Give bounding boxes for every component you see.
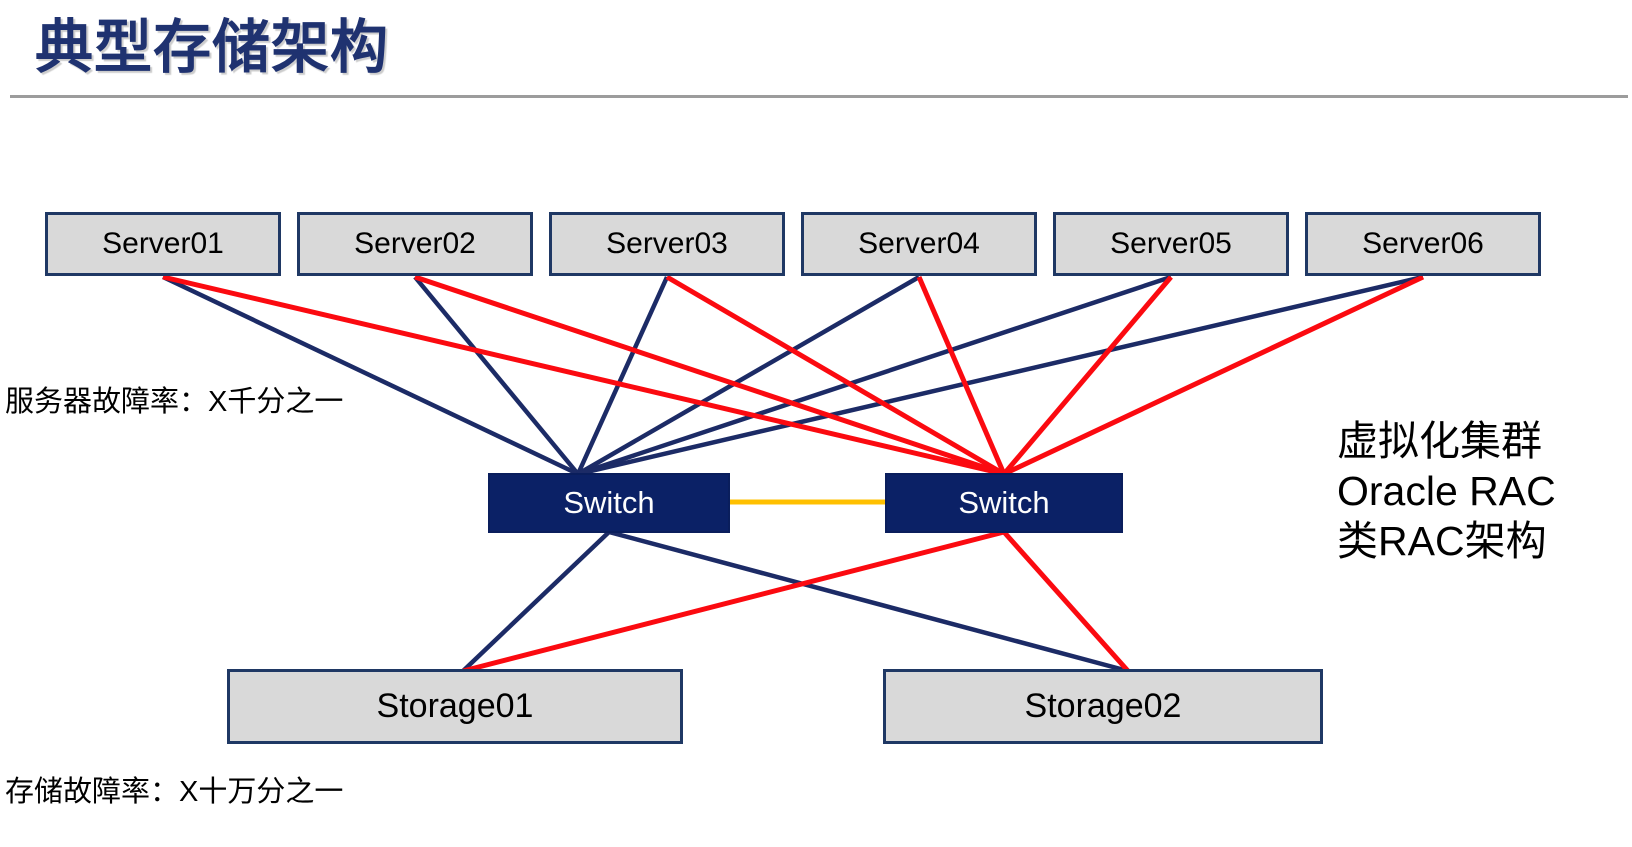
server-box-02: Server02 xyxy=(297,212,533,276)
connection-line-server05-switch-b xyxy=(1002,275,1173,476)
server-box-01: Server01 xyxy=(45,212,281,276)
page-title: 典型存储架构 xyxy=(35,15,390,80)
connection-line-server04-switch-b xyxy=(916,276,1007,475)
switch-box-b: Switch xyxy=(885,473,1123,533)
server-label: Server03 xyxy=(606,227,728,260)
connection-line-server04-switch-a xyxy=(576,275,921,476)
connection-line-switch-a-storage02 xyxy=(608,529,1129,674)
connection-line-server06-switch-a xyxy=(577,274,1424,477)
storage-failure-rate-label: 存储故障率：X十万分之一 xyxy=(5,776,344,808)
cluster-side-note: 虚拟化集群 Oracle RAC 类RAC架构 xyxy=(1337,416,1556,566)
connection-line-server02-switch-a xyxy=(413,275,580,476)
connection-line-switch-b-storage02 xyxy=(1002,530,1130,673)
server-label: Server06 xyxy=(1362,227,1484,260)
server-label: Server01 xyxy=(102,227,224,260)
connection-line-server02-switch-b xyxy=(414,274,1005,477)
server-box-05: Server05 xyxy=(1053,212,1289,276)
switch-label: Switch xyxy=(958,485,1050,520)
switch-box-a: Switch xyxy=(488,473,730,533)
server-label: Server05 xyxy=(1110,227,1232,260)
server-label: Server02 xyxy=(354,227,476,260)
connection-line-server05-switch-a xyxy=(577,274,1172,477)
storage-box-02: Storage02 xyxy=(883,669,1323,744)
connection-line-server06-switch-b xyxy=(1002,274,1425,477)
connection-line-server01-switch-a xyxy=(162,274,579,477)
connection-line-server03-switch-a xyxy=(575,276,670,475)
side-note-line: 虚拟化集群 xyxy=(1337,418,1542,464)
server-box-04: Server04 xyxy=(801,212,1037,276)
server-label: Server04 xyxy=(858,227,980,260)
connection-line-server01-switch-b xyxy=(162,274,1005,477)
connection-line-switch-a-storage01 xyxy=(461,530,611,673)
side-note-line: Oracle RAC xyxy=(1337,468,1556,514)
connection-line-server03-switch-b xyxy=(665,274,1006,477)
connection-line-switch-b-storage01 xyxy=(462,529,1005,674)
title-divider xyxy=(10,95,1628,98)
storage-box-01: Storage01 xyxy=(227,669,683,744)
storage-label: Storage01 xyxy=(376,687,534,725)
server-box-03: Server03 xyxy=(549,212,785,276)
storage-label: Storage02 xyxy=(1024,687,1182,725)
switch-label: Switch xyxy=(563,485,655,520)
server-failure-rate-label: 服务器故障率：X千分之一 xyxy=(5,386,344,418)
side-note-line: 类RAC架构 xyxy=(1337,518,1547,564)
server-box-06: Server06 xyxy=(1305,212,1541,276)
